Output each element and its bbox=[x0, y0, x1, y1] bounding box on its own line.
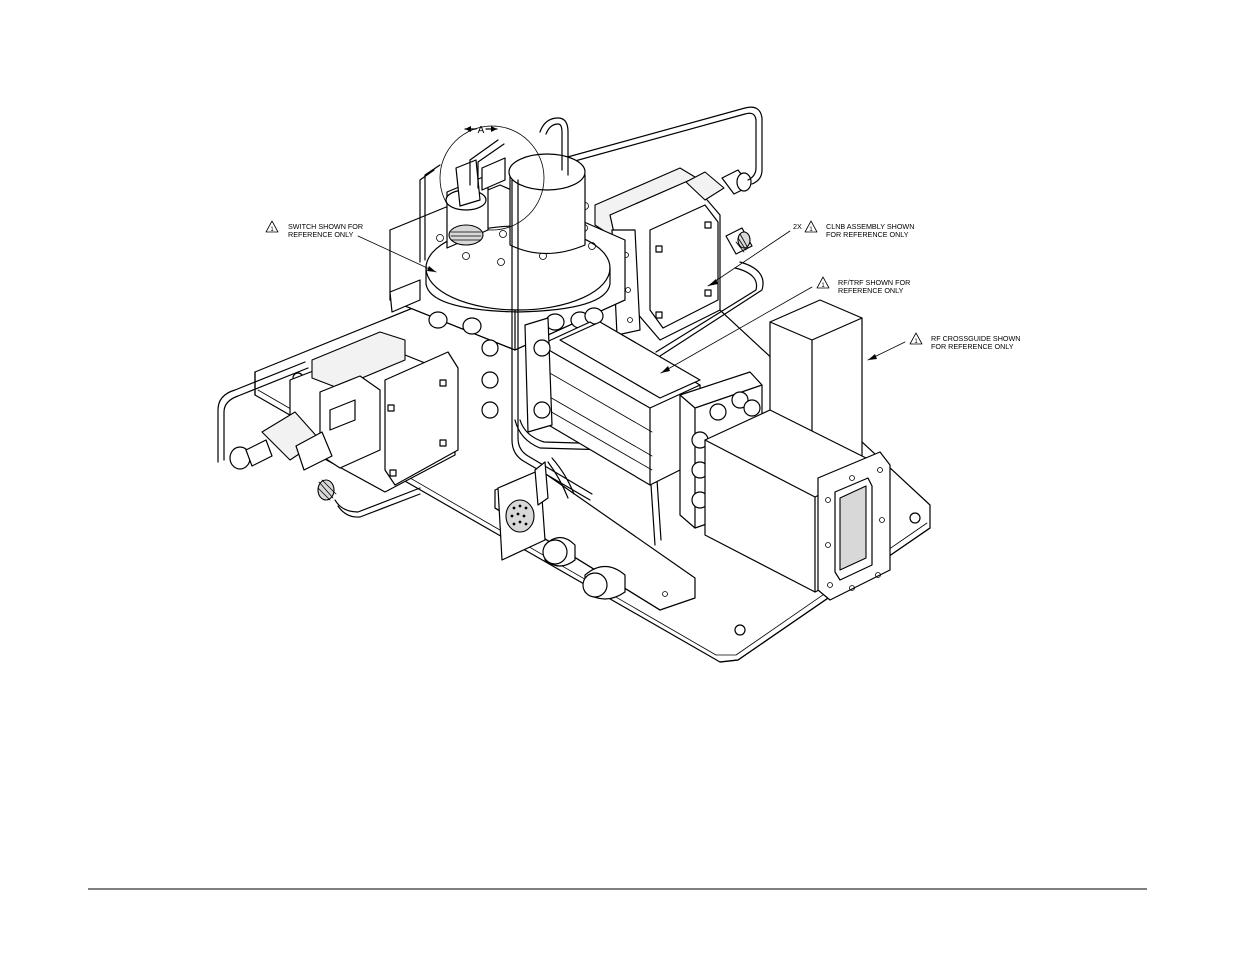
note-switch-line1: SWITCH SHOWN FOR bbox=[288, 222, 363, 231]
clnb-assembly-left bbox=[217, 279, 459, 518]
connector-bracket bbox=[494, 457, 696, 611]
note-rftrf-line1: RF/TRF SHOWN FOR bbox=[838, 278, 910, 287]
note-crossguide-line2: FOR REFERENCE ONLY bbox=[931, 342, 1014, 351]
note-rftrf: 1 RF/TRF SHOWN FOR REFERENCE ONLY bbox=[816, 276, 910, 295]
note-switch-line2: REFERENCE ONLY bbox=[288, 230, 354, 239]
switch-tubing bbox=[419, 117, 662, 546]
rf-trf-assembly bbox=[524, 317, 763, 529]
note-clnb: 2X 1 CLNB ASSEMBLY SHOWN FOR REFERENCE O… bbox=[793, 220, 914, 239]
rf-crossguide bbox=[704, 299, 891, 601]
note-crossguide: 1 RF CROSSGUIDE SHOWN FOR REFERENCE ONLY bbox=[909, 332, 1020, 351]
leader-lines bbox=[357, 230, 906, 374]
switch-assembly bbox=[389, 125, 626, 419]
note-rftrf-number: 1 bbox=[821, 283, 825, 289]
rear-tubing bbox=[534, 106, 764, 357]
view-letter-a: A bbox=[478, 125, 485, 136]
note-crossguide-line1: RF CROSSGUIDE SHOWN bbox=[931, 334, 1020, 343]
note-rftrf-line2: REFERENCE ONLY bbox=[838, 286, 904, 295]
note-clnb-number: 1 bbox=[809, 227, 813, 233]
note-crossguide-number: 1 bbox=[914, 339, 918, 345]
note-clnb-line1: CLNB ASSEMBLY SHOWN bbox=[826, 222, 914, 231]
note-clnb-line2: FOR REFERENCE ONLY bbox=[826, 230, 909, 239]
note-switch-number: 1 bbox=[270, 227, 274, 233]
clnb-assembly-right bbox=[594, 167, 753, 341]
note-clnb-prefix: 2X bbox=[793, 222, 802, 231]
note-switch: 1 SWITCH SHOWN FOR REFERENCE ONLY bbox=[265, 220, 363, 239]
